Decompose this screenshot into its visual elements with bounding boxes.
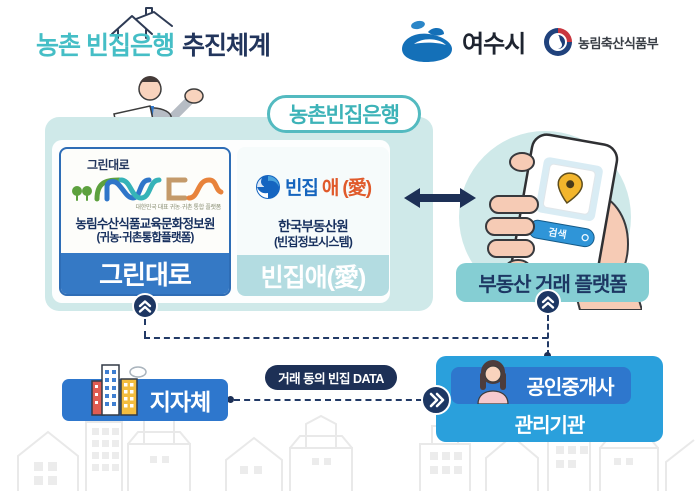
double-chevron-right-icon <box>421 385 451 415</box>
connector-platform-to-agency <box>547 315 549 356</box>
greendaero-logo-wordmark: 그린대로 <box>87 158 130 172</box>
page-title-navy: 추진체계 <box>181 32 271 60</box>
house-doodle-icon <box>111 7 173 39</box>
binjipae-word-orange: 애 <box>321 178 340 199</box>
agency-box: 공인중개사 관리기관 <box>436 356 663 442</box>
connector-horizontal <box>144 337 548 339</box>
yeosu-city-logo: 여수시 <box>398 18 526 64</box>
greendaero-card: 그린대로 대한민국 대표 귀농·귀촌 통합 플랫폼 농림수산식품교육문화정보원 … <box>59 147 231 296</box>
double-arrow-icon <box>404 188 476 208</box>
mafra-logo-icon <box>544 28 572 56</box>
data-flow-pill: 거래 동의 빈집 DATA <box>265 365 397 390</box>
agent-person-icon <box>477 360 509 404</box>
chevron-up-icon <box>535 289 561 315</box>
greendaero-org-name: 농림수산식품교육문화정보원 <box>75 217 215 231</box>
mafra-logo-label: 농림축산식품부 <box>578 35 659 51</box>
connector-dot-jijache <box>227 396 234 403</box>
page-title-teal: 농촌 빈집은행 <box>36 32 175 60</box>
agency-subtitle: 관리기관 <box>514 415 586 437</box>
connector-jijache-to-agency <box>234 399 422 401</box>
binjipae-word-blue: 빈집 <box>284 178 319 199</box>
buildings-icon <box>91 364 147 416</box>
bank-badge: 농촌빈집은행 <box>267 95 421 133</box>
yeosu-logo-label: 여수시 <box>462 30 526 58</box>
connector-dot-agency <box>544 352 551 359</box>
greendaero-footer-label: 그린대로 <box>61 253 229 294</box>
binjipae-org-name: 한국부동산원 <box>278 219 349 234</box>
binjipae-org-sub: (빈집정보시스템) <box>273 235 353 249</box>
binjipae-word-paren: (愛) <box>342 178 372 199</box>
yeosu-logo-icon <box>402 20 452 62</box>
binjipae-swirl-icon <box>255 174 280 199</box>
binjipae-footer-label: 빈집애(愛) <box>237 255 389 296</box>
chevron-up-icon <box>132 293 158 319</box>
greendaero-org-sub: (귀농·귀촌통합플랫폼) <box>96 232 194 244</box>
mafra-logo: 농림축산식품부 <box>543 27 659 57</box>
greendaero-waves-icon <box>72 177 224 202</box>
greendaero-caption: 대한민국 대표 귀농·귀촌 통합 플랫폼 <box>135 205 222 211</box>
phone-search-button: 검색 <box>547 225 567 241</box>
connector-left-down <box>144 319 146 337</box>
jijache-box: 지자체 <box>62 379 228 421</box>
